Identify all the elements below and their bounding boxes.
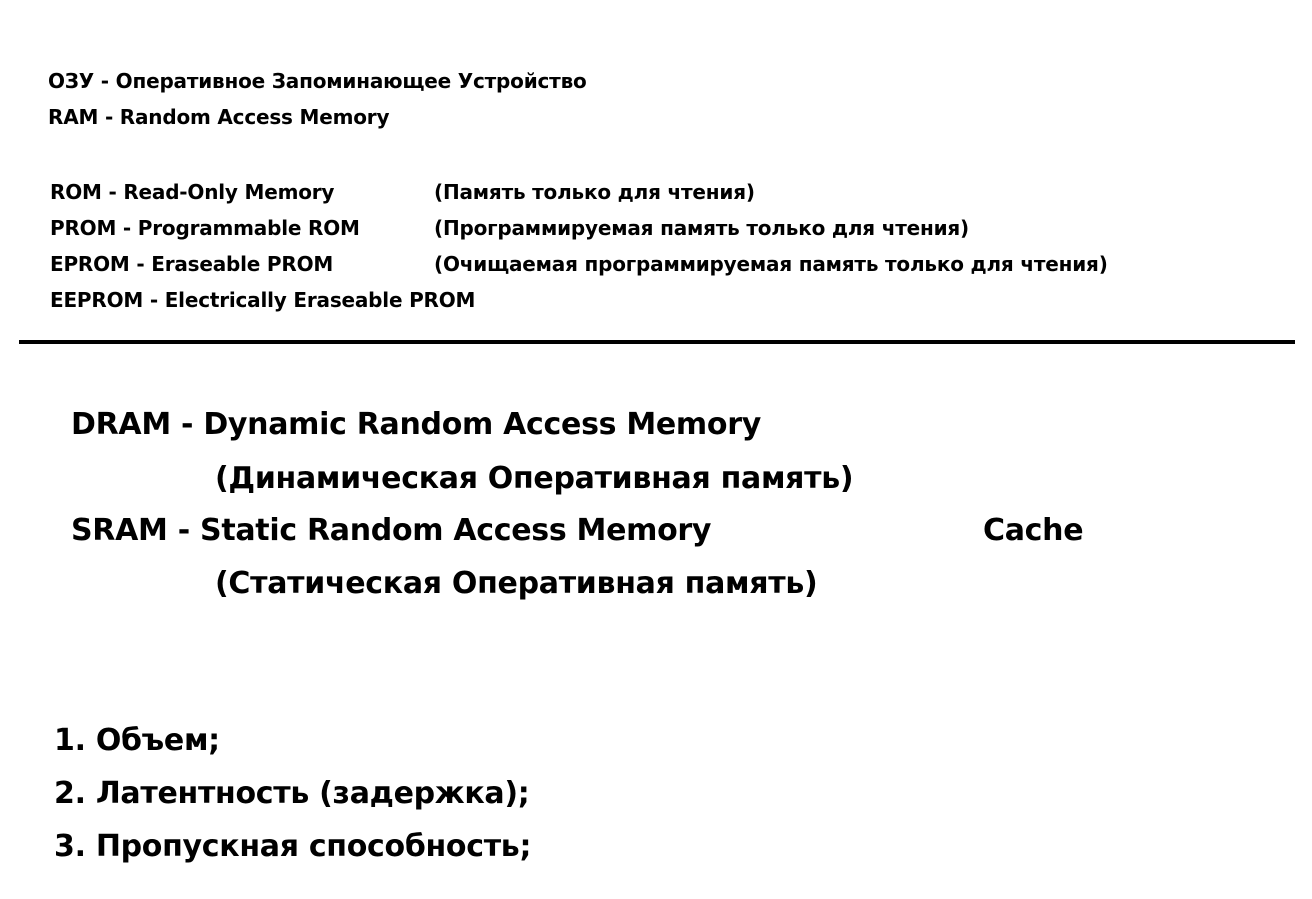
cache-label: Cache (983, 513, 1084, 548)
eeprom-term: EEPROM - Electrically Eraseable PROM (50, 288, 476, 312)
section-divider (19, 340, 1295, 344)
list-item: 1. Объем; (54, 723, 220, 758)
eprom-translation: (Очищаемая программируемая память только… (434, 252, 1108, 276)
prom-term: PROM - Programmable ROM (50, 216, 360, 240)
list-item: 3. Пропускная способность; (54, 829, 532, 864)
sram-translation: (Статическая Оперативная память) (215, 566, 818, 601)
rom-term: ROM - Read-Only Memory (50, 180, 335, 204)
ozu-definition: ОЗУ - Оперативное Запоминающее Устройств… (48, 69, 587, 93)
dram-translation: (Динамическая Оперативная память) (215, 461, 854, 496)
list-item: 2. Латентность (задержка); (54, 776, 530, 811)
dram-definition: DRAM - Dynamic Random Access Memory (71, 407, 761, 442)
prom-translation: (Программируемая память только для чтени… (434, 216, 969, 240)
rom-translation: (Память только для чтения) (434, 180, 755, 204)
eprom-term: EPROM - Eraseable PROM (50, 252, 334, 276)
sram-definition: SRAM - Static Random Access Memory (71, 513, 712, 548)
ram-definition: RAM - Random Access Memory (48, 105, 390, 129)
